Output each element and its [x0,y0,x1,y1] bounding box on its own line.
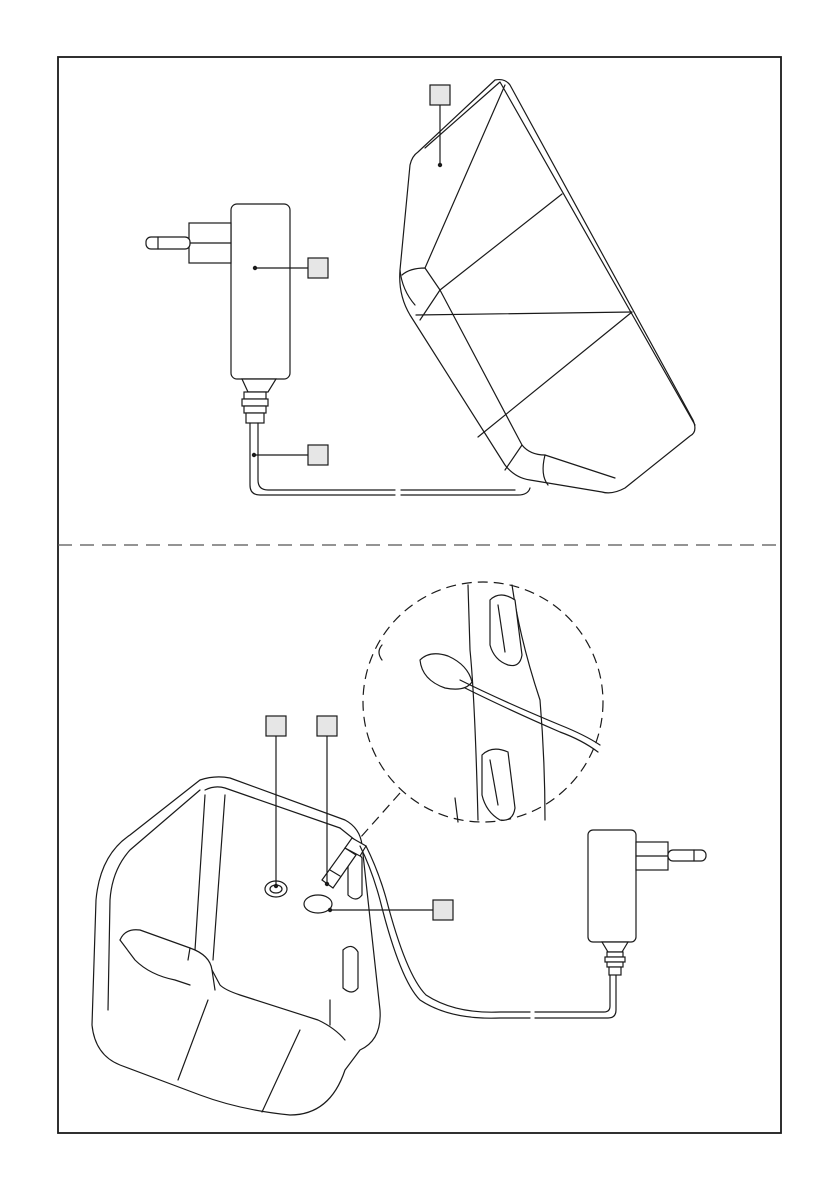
top-panel [146,80,695,495]
device-body [400,80,695,493]
callout-4 [266,716,286,888]
callout-3 [252,445,328,465]
magnifier-detail [360,582,603,838]
callout-1 [430,85,450,167]
bottom-panel [92,582,706,1115]
callout-5 [317,716,337,886]
outer-frame [58,57,781,1133]
power-adapter-top [146,204,530,495]
device-back-view [92,777,616,1115]
callout-6 [328,900,453,920]
power-adapter-bottom [588,830,706,975]
